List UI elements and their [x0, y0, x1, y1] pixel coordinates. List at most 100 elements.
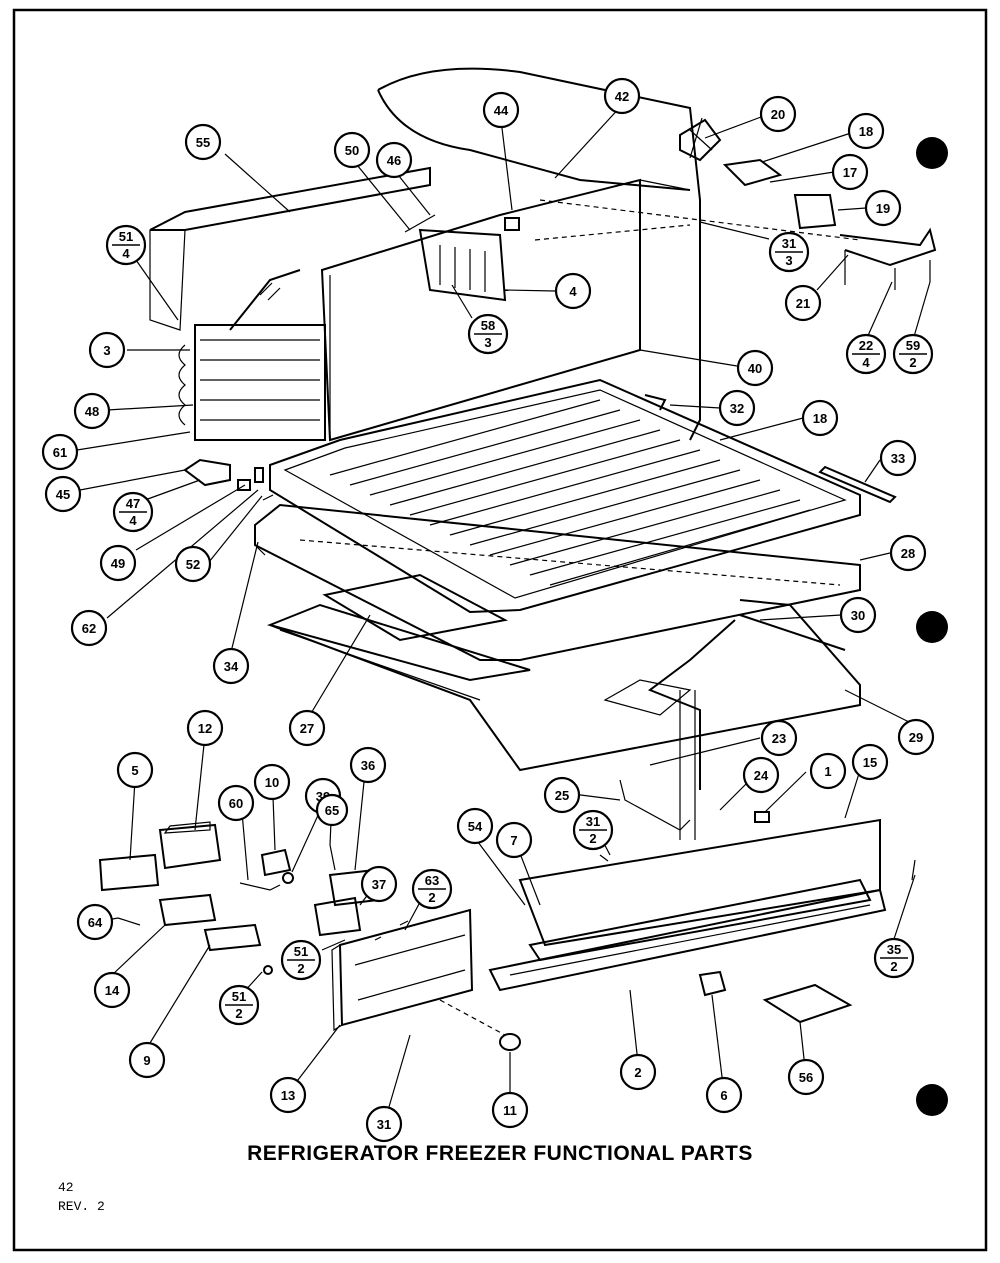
callout-12: 12	[186, 709, 224, 747]
callout-56: 56	[787, 1058, 825, 1096]
callout-25: 25	[543, 776, 581, 814]
callout-63-2-qty: 2	[428, 890, 435, 905]
callout-54: 54	[456, 807, 494, 845]
callout-51-4-num: 51	[119, 229, 133, 244]
callout-51-2-a-num: 51	[294, 944, 308, 959]
callout-21: 21	[784, 284, 822, 322]
callout-4-label: 4	[569, 284, 577, 299]
callout-19: 19	[864, 189, 902, 227]
callout-23-label: 23	[772, 731, 786, 746]
callout-37-label: 37	[372, 877, 386, 892]
callout-17-label: 17	[843, 165, 857, 180]
callout-58-3-num: 58	[481, 318, 495, 333]
front-trim-assembly	[488, 779, 916, 1024]
callout-58-3: 583	[467, 313, 509, 355]
callout-44-label: 44	[494, 103, 509, 118]
evaporator-cover-group	[149, 67, 701, 442]
callout-5-label: 5	[131, 763, 138, 778]
callout-27: 27	[288, 709, 326, 747]
callout-60-label: 60	[229, 796, 243, 811]
callout-64: 64	[76, 903, 114, 941]
callout-28: 28	[889, 534, 927, 572]
callout-35-2: 352	[873, 937, 915, 979]
callout-40-label: 40	[748, 361, 762, 376]
callout-17: 17	[831, 153, 869, 191]
defrost-heater-assembly	[404, 214, 520, 302]
callout-56-label: 56	[799, 1070, 813, 1085]
callout-18-label: 18	[859, 124, 873, 139]
callout-31-3-qty: 3	[785, 253, 792, 268]
callout-2: 2	[619, 1053, 657, 1091]
callout-65: 65	[315, 793, 349, 827]
revision: REV. 2	[58, 1199, 105, 1214]
callout-15-label: 15	[863, 755, 877, 770]
callout-31-3: 313	[768, 231, 810, 273]
callout-19-label: 19	[876, 201, 890, 216]
callout-5: 5	[116, 751, 154, 789]
shroud-and-drain-assembly	[254, 503, 861, 840]
binder-hole-top	[916, 137, 948, 169]
callout-49: 49	[99, 544, 137, 582]
callout-45: 45	[44, 475, 82, 513]
binder-hole-middle	[916, 611, 948, 643]
page-number: 42	[58, 1180, 74, 1195]
callout-51-4: 514	[105, 224, 147, 266]
callout-42: 42	[603, 77, 641, 115]
callout-4: 4	[554, 272, 592, 310]
callout-55-label: 55	[196, 135, 210, 150]
callout-49-label: 49	[111, 556, 125, 571]
callout-35-2-qty: 2	[890, 959, 897, 974]
callout-14: 14	[93, 971, 131, 1009]
callout-1: 1	[809, 752, 847, 790]
binder-hole-bottom	[916, 1084, 948, 1116]
callout-24: 24	[742, 756, 780, 794]
callout-50: 50	[333, 131, 371, 169]
callout-25-label: 25	[555, 788, 569, 803]
callout-10-label: 10	[265, 775, 279, 790]
callout-12-label: 12	[198, 721, 212, 736]
callout-22-4-qty: 4	[862, 355, 870, 370]
callout-63-2: 632	[411, 868, 453, 910]
shelf-grille	[269, 378, 897, 614]
callout-52: 52	[174, 545, 212, 583]
callout-46: 46	[375, 141, 413, 179]
callout-35-2-num: 35	[887, 942, 901, 957]
callout-11-label: 11	[503, 1103, 517, 1118]
callout-18: 18	[847, 112, 885, 150]
callout-51-2-b: 512	[218, 984, 260, 1026]
callout-47-4: 474	[112, 491, 154, 533]
callout-55: 55	[184, 123, 222, 161]
callout-24-label: 24	[754, 768, 769, 783]
callout-22-4: 224	[845, 333, 887, 375]
callout-27-label: 27	[300, 721, 314, 736]
callout-31-2-a-num: 31	[586, 814, 600, 829]
callout-6: 6	[705, 1076, 743, 1114]
callout-34-label: 34	[224, 659, 239, 674]
callout-13-label: 13	[281, 1088, 295, 1103]
fan-motor-assembly	[534, 117, 937, 290]
callout-59-2: 592	[892, 333, 934, 375]
callout-51-2-b-num: 51	[232, 989, 246, 1004]
callout-46-label: 46	[387, 153, 401, 168]
callout-61-label: 61	[53, 445, 67, 460]
callout-33-label: 33	[891, 451, 905, 466]
diagram-title: REFRIGERATOR FREEZER FUNCTIONAL PARTS	[247, 1142, 753, 1165]
callout-45-label: 45	[56, 487, 70, 502]
page-border	[12, 8, 988, 1252]
callout-47-4-qty: 4	[129, 513, 137, 528]
callout-21-label: 21	[796, 296, 810, 311]
callout-37: 37	[360, 865, 398, 903]
callout-20: 20	[759, 95, 797, 133]
callout-65-label: 65	[325, 803, 339, 818]
callout-31-c: 31	[365, 1105, 403, 1143]
callout-34: 34	[212, 647, 250, 685]
callout-18-b: 18	[801, 399, 839, 437]
callout-6-label: 6	[720, 1088, 727, 1103]
callout-36: 36	[349, 746, 387, 784]
callout-32: 32	[718, 389, 756, 427]
callout-52-label: 52	[186, 557, 200, 572]
callout-14-label: 14	[105, 983, 120, 998]
callout-51-2-b-qty: 2	[235, 1006, 242, 1021]
callout-36-label: 36	[361, 758, 375, 773]
callout-32-label: 32	[730, 401, 744, 416]
